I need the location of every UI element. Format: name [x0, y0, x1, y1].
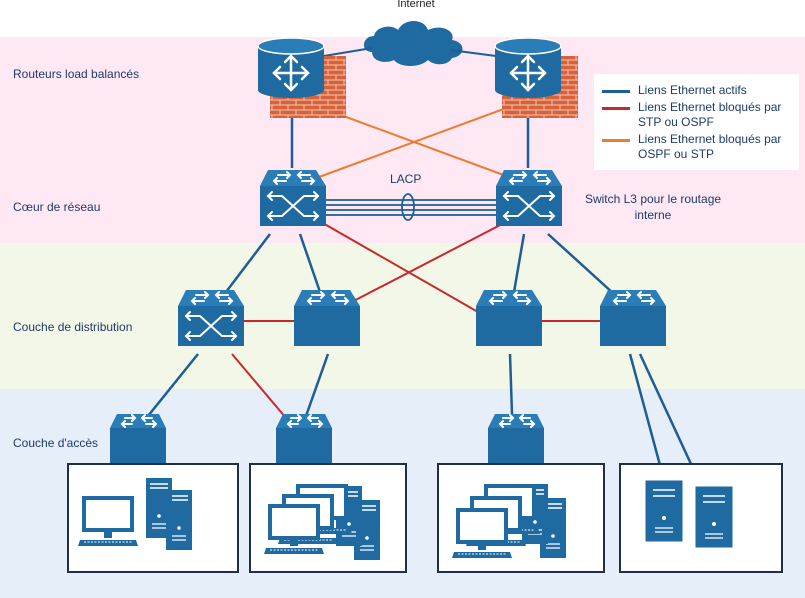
router-right-icon	[493, 36, 563, 100]
distribution-switch-4-icon	[599, 289, 667, 347]
distribution-switch-1-icon	[177, 289, 245, 347]
l3-switch-label: Switch L3 pour le routage interne	[584, 192, 722, 222]
core-switch-right-icon	[495, 169, 563, 227]
internet-links	[323, 47, 497, 57]
access-switch-1-icon	[109, 413, 167, 465]
access-switch-2-icon	[275, 413, 333, 465]
legend-label-stp: Liens Ethernet bloqués par STP ou OSPF	[638, 100, 782, 129]
routers-layer-label: Routeurs load balancés	[13, 67, 140, 81]
server-1-icon	[644, 479, 684, 543]
stp-blocked-links	[231, 217, 600, 419]
legend-swatch-red	[602, 107, 630, 110]
distribution-layer-label: Couche de distribution	[13, 320, 133, 334]
legend-swatch-orange	[602, 139, 630, 142]
distribution-switch-2-icon	[293, 289, 361, 347]
distribution-band	[0, 243, 805, 389]
distribution-switch-3-icon	[475, 289, 543, 347]
core-switch-left-icon	[259, 169, 327, 227]
access-switch-3-icon	[487, 413, 545, 465]
legend-label-ospf: Liens Ethernet bloqués par OSPF ou STP	[638, 132, 782, 161]
legend-swatch-blue	[602, 90, 630, 93]
legend: Liens Ethernet actifs Liens Ethernet blo…	[594, 74, 799, 170]
access-layer-label: Couche d'accès	[13, 436, 99, 450]
internet-label: Internet	[397, 0, 435, 10]
internet-cloud-icon	[363, 21, 463, 66]
lacp-bundle	[324, 199, 496, 216]
core-layer-label: Cœur de réseau	[13, 200, 101, 214]
lacp-loop-icon	[401, 193, 415, 221]
lacp-label: LACP	[390, 172, 422, 186]
router-left-icon	[256, 36, 326, 100]
server-2-icon	[694, 485, 734, 549]
legend-label-active: Liens Ethernet actifs	[638, 83, 747, 97]
